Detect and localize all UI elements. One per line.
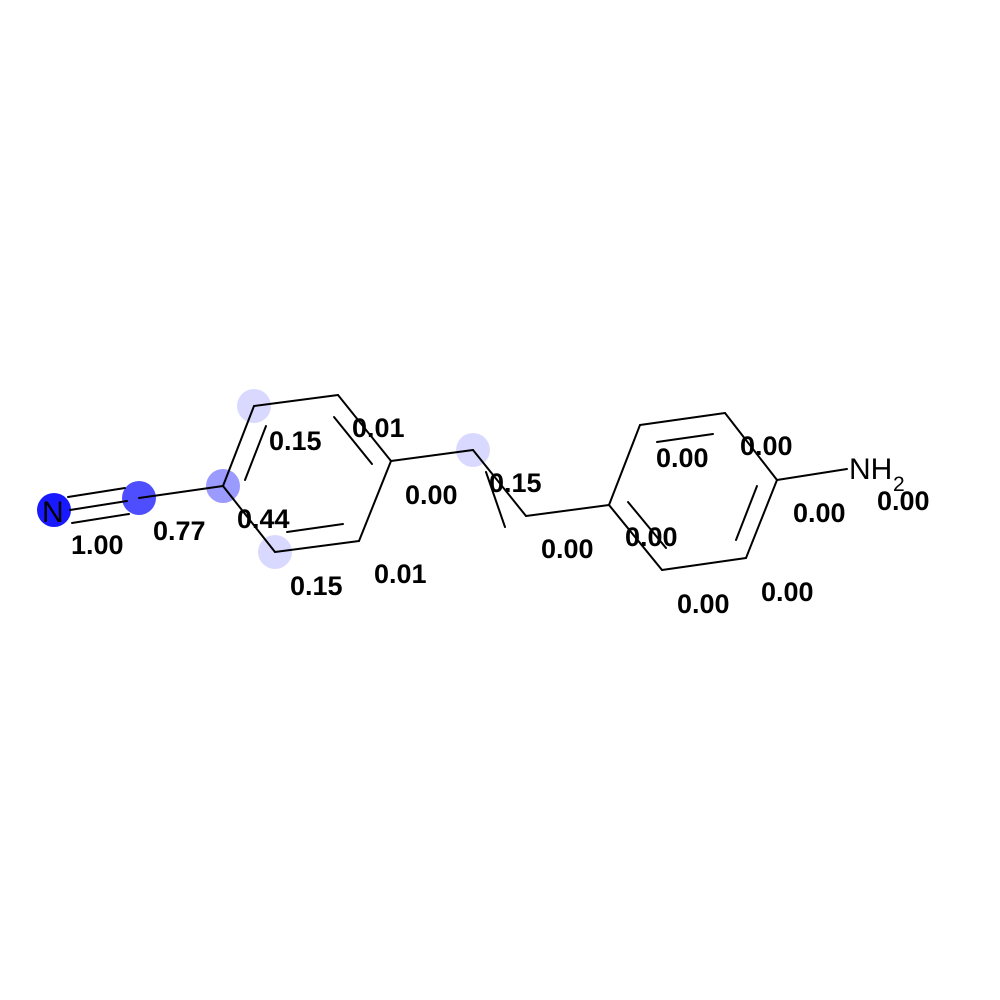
bond-r2-c	[724, 412, 778, 481]
bond-r2-f	[608, 504, 663, 571]
bond-r2-b	[639, 412, 726, 426]
bond-r2-f-inner	[627, 501, 667, 549]
bond-ring-amine	[776, 468, 848, 481]
bond-r1-e	[274, 540, 360, 553]
score-vinyl-a: 0.15	[489, 468, 542, 498]
bond-r2-b-inner	[656, 433, 714, 443]
bond-nitrile-1	[67, 487, 126, 498]
score-c-nitrile: 0.77	[153, 516, 206, 546]
score-n-nitrile: 1.00	[71, 530, 124, 560]
score-c11: 0.00	[761, 577, 814, 607]
score-c7: 0.00	[625, 522, 678, 552]
atom-score-labels: 1.00 0.77 0.44 0.15 0.01 0.00 0.01 0.15 …	[71, 413, 930, 619]
bond-r1-b	[253, 394, 339, 407]
score-c9: 0.00	[740, 431, 793, 461]
bond-vinyl-double	[472, 449, 527, 517]
atom-label-nitrogen: N	[42, 496, 64, 529]
bond-r1-e-inner	[286, 523, 344, 533]
bond-r1-c-inner	[333, 416, 373, 465]
bond-r2-d-inner	[735, 485, 758, 541]
bond-nitrile-3	[71, 513, 130, 524]
score-c3: 0.01	[352, 413, 405, 443]
score-n-amine: 0.00	[877, 486, 930, 516]
bond-r2-a	[608, 424, 641, 506]
bond-vinyl-ring2	[525, 504, 610, 517]
bond-r1-f	[222, 485, 276, 553]
score-c6: 0.15	[290, 571, 343, 601]
atom-label-amine-subscript: 2	[893, 473, 905, 496]
bond-cn-ring	[138, 485, 224, 499]
score-c8: 0.00	[656, 443, 709, 473]
score-c12: 0.00	[677, 589, 730, 619]
score-c10: 0.00	[793, 498, 846, 528]
bond-r2-d	[745, 479, 778, 559]
bond-r2-e	[661, 557, 747, 571]
bonds	[67, 394, 848, 571]
bond-ring-vinyl	[390, 449, 474, 462]
score-vinyl-b: 0.00	[541, 534, 594, 564]
score-c1: 0.44	[237, 504, 290, 534]
atom-label-amine: NH	[849, 453, 892, 486]
bond-nitrile-2	[69, 500, 128, 511]
bond-r1-a	[222, 405, 255, 487]
bond-r1-d	[358, 460, 392, 542]
bond-vinyl-double-inner	[485, 471, 506, 528]
score-c5: 0.01	[374, 559, 427, 589]
atom-labels: N NH 2	[42, 453, 905, 529]
bond-r1-a-inner	[244, 425, 267, 481]
bond-r1-c	[337, 394, 392, 462]
highlight-n-nitrile	[37, 493, 71, 527]
score-c2: 0.15	[269, 426, 322, 456]
score-c4: 0.00	[405, 480, 458, 510]
